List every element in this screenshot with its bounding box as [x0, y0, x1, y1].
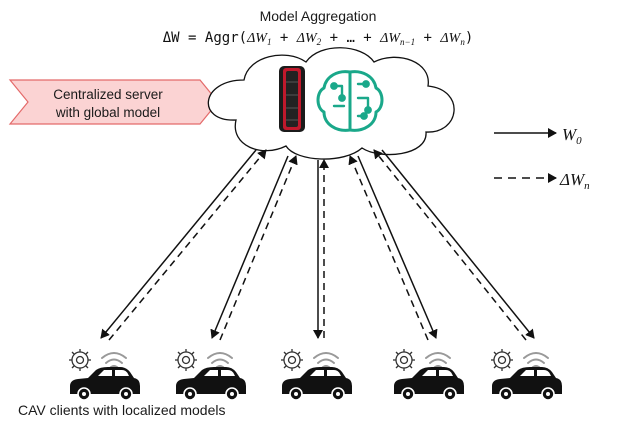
legend-delta-wn: ΔWn [559, 170, 590, 192]
uplink-arrow [373, 149, 527, 341]
aggregation-formula: ΔW = Aggr(ΔW1 + ΔW2 + … + ΔWn−1 + ΔWn) [163, 30, 474, 47]
legend: W0 ΔWn [494, 125, 590, 192]
connection-arrows [100, 149, 535, 341]
uplink-arrow [219, 155, 298, 341]
cloud-shape [207, 47, 455, 160]
uplink-arrow [348, 155, 429, 341]
client-car-1 [68, 348, 141, 401]
client-car-3 [280, 348, 353, 401]
server-tag-line2: with global model [55, 105, 160, 120]
uplink-arrow [108, 149, 267, 341]
client-car-5 [490, 348, 563, 401]
client-car-2 [174, 348, 247, 401]
downlink-arrow [357, 155, 438, 339]
clients-caption: CAV clients with localized models [18, 402, 226, 418]
legend-w0: W0 [562, 125, 582, 147]
downlink-arrow [210, 155, 289, 339]
downlink-arrow [381, 149, 535, 339]
client-car-4 [392, 348, 465, 401]
diagram-title: Model Aggregation [260, 8, 377, 24]
ai-brain-circuit-icon [316, 70, 384, 132]
server-tag: Centralized server with global model [8, 79, 219, 125]
server-rack-icon [279, 66, 305, 132]
server-tag-line1: Centralized server [53, 87, 163, 102]
downlink-arrow [100, 149, 257, 339]
